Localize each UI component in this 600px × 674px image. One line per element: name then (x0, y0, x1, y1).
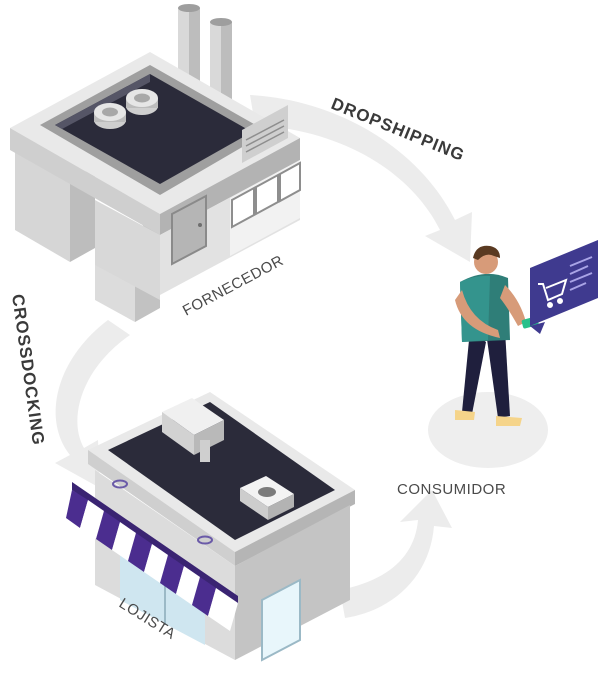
arrow-crossdocking (55, 320, 130, 488)
store-illustration (66, 392, 355, 662)
factory-door (171, 194, 207, 266)
store-awning (66, 482, 238, 631)
label-crossdocking: CROSSDOCKING (8, 293, 48, 447)
flow-arrows (55, 95, 472, 618)
arrow-retail-to-consumer (340, 490, 452, 618)
factory-illustration (10, 4, 301, 322)
arrow-dropshipping (250, 95, 472, 262)
label-consumidor: CONSUMIDOR (397, 481, 506, 498)
consumer-shadow (428, 392, 548, 468)
shopping-cart-screen (530, 240, 598, 334)
shopping-cart-icon (538, 278, 568, 308)
roof-fans (94, 89, 158, 129)
